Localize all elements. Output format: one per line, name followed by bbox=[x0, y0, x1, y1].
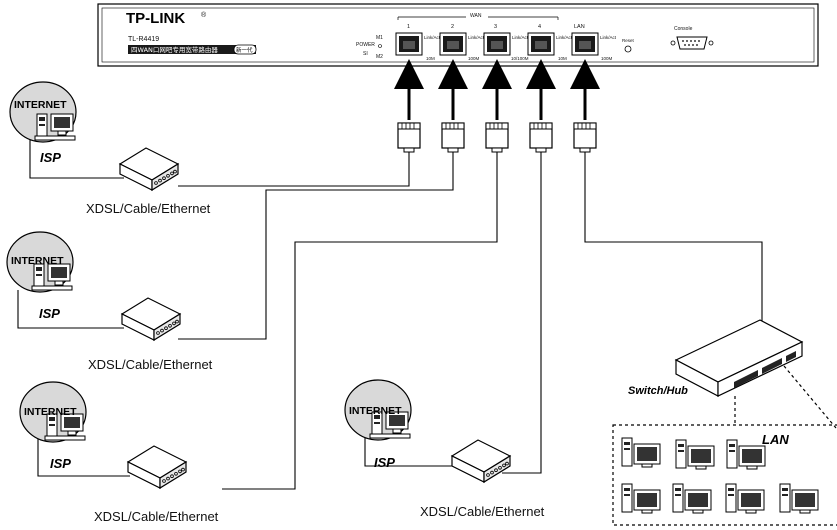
modem-icon bbox=[127, 445, 187, 489]
lan-port bbox=[571, 32, 599, 56]
wan-group: WAN bbox=[397, 11, 559, 20]
isp-label: ISP bbox=[39, 306, 60, 321]
trademark-mark: ® bbox=[201, 11, 207, 19]
badge-frame bbox=[233, 44, 257, 55]
link-act-label: Link/Act bbox=[600, 35, 617, 40]
link-act-label: Link/Act bbox=[556, 35, 573, 40]
router-front-panel: TP-LINK ® TL-R4419 四WAN口网吧专用宽带路由器 新一代 PO… bbox=[97, 3, 819, 67]
router-brand: TP-LINK bbox=[126, 10, 185, 27]
sys-label: SI bbox=[363, 51, 368, 57]
wan-port-4 bbox=[527, 32, 555, 56]
modem-label: XDSL/Cable/Ethernet bbox=[86, 201, 211, 216]
wan-port-2 bbox=[439, 32, 467, 56]
speed-label: 10/100M bbox=[511, 56, 529, 61]
isp-link-2 bbox=[17, 290, 124, 329]
lan-computer-icon bbox=[725, 483, 765, 514]
lan-computer-icon bbox=[621, 437, 661, 468]
link-act-label: Link/Act bbox=[468, 35, 485, 40]
lan-zone-box bbox=[612, 424, 837, 526]
switch-label: Switch/Hub bbox=[628, 385, 688, 397]
console-port bbox=[670, 36, 714, 50]
rj45-plug bbox=[529, 122, 553, 153]
isp-label: ISP bbox=[40, 150, 61, 165]
wan-port-number: 4 bbox=[538, 24, 541, 30]
modem-label: XDSL/Cable/Ethernet bbox=[420, 504, 545, 519]
isp-link-3 bbox=[37, 438, 130, 477]
wan-port-number: 2 bbox=[451, 24, 454, 30]
lan-computer-icon bbox=[779, 483, 819, 514]
cable-lan bbox=[584, 152, 763, 330]
router-model: TL-R4419 bbox=[128, 36, 159, 43]
speed-label: 100M bbox=[468, 56, 480, 61]
cable-wan-3 bbox=[222, 152, 498, 490]
modem-label: XDSL/Cable/Ethernet bbox=[94, 509, 219, 524]
console-label: Console bbox=[674, 26, 693, 32]
wan-port-1 bbox=[395, 32, 423, 56]
switch-hub: Switch/Hub bbox=[628, 319, 804, 397]
modem-label: XDSL/Cable/Ethernet bbox=[88, 357, 213, 372]
lan-computer-icon bbox=[621, 483, 661, 514]
cable-wan-1 bbox=[178, 152, 410, 187]
lan-label: LAN bbox=[762, 432, 789, 447]
internet-cloud-icon bbox=[9, 81, 77, 143]
rj45-plug bbox=[485, 122, 509, 153]
modem-icon bbox=[451, 439, 511, 483]
internet-label: INTERNET bbox=[349, 405, 402, 417]
cables bbox=[17, 138, 763, 490]
rj45-plug bbox=[441, 122, 465, 153]
internet-label: INTERNET bbox=[11, 255, 64, 267]
lan-computer-icon bbox=[672, 483, 712, 514]
link-act-label: Link/Act bbox=[424, 35, 441, 40]
lan-computer-icon bbox=[675, 439, 715, 470]
link-act-label: Link/Act bbox=[512, 35, 529, 40]
reset-button bbox=[624, 45, 632, 53]
wan-port-3 bbox=[483, 32, 511, 56]
rj45-plug bbox=[397, 122, 421, 153]
lan-port-label: LAN bbox=[574, 24, 585, 30]
modem-icon bbox=[119, 147, 179, 191]
wan-group-label: WAN bbox=[470, 13, 482, 19]
isp-site: INTERNET ISP XDSL/Cable/Ethernet bbox=[19, 381, 219, 524]
switch-ports bbox=[734, 351, 796, 388]
subtitle-bar bbox=[128, 45, 256, 54]
isp-link-4 bbox=[364, 436, 453, 467]
router-badge: 新一代 bbox=[236, 46, 253, 54]
reset-label: Reset bbox=[622, 38, 635, 43]
isp-site: INTERNET ISP XDSL/Cable/Ethernet bbox=[9, 81, 211, 216]
isp-site: INTERNET ISP XDSL/Cable/Ethernet bbox=[344, 379, 545, 519]
lan-computers bbox=[621, 437, 819, 514]
cable-wan-4 bbox=[502, 152, 542, 474]
m2-label: M2 bbox=[376, 54, 383, 60]
router-subtitle: 四WAN口网吧专用宽带路由器 bbox=[131, 45, 218, 54]
power-label: POWER bbox=[356, 42, 375, 48]
rj45-plug bbox=[573, 122, 597, 153]
lan-dashed-links bbox=[734, 365, 837, 429]
speed-label: 100M bbox=[601, 56, 613, 61]
speed-label: 10M bbox=[426, 56, 435, 61]
lan-computer-icon bbox=[726, 439, 766, 470]
power-led bbox=[378, 44, 382, 48]
isp-label: ISP bbox=[50, 456, 71, 471]
speed-label: 10M bbox=[558, 56, 567, 61]
wan-port-number: 3 bbox=[494, 24, 497, 30]
wan-port-number: 1 bbox=[407, 24, 410, 30]
wan-arrows bbox=[394, 59, 600, 120]
m1-label: M1 bbox=[376, 35, 383, 41]
cable-wan-2 bbox=[178, 152, 454, 340]
isp-link-1 bbox=[29, 138, 124, 179]
internet-label: INTERNET bbox=[14, 99, 67, 111]
modem-icon bbox=[121, 297, 181, 341]
isp-site: INTERNET ISP XDSL/Cable/Ethernet bbox=[6, 231, 213, 372]
isp-label: ISP bbox=[374, 455, 395, 470]
internet-label: INTERNET bbox=[24, 406, 77, 418]
